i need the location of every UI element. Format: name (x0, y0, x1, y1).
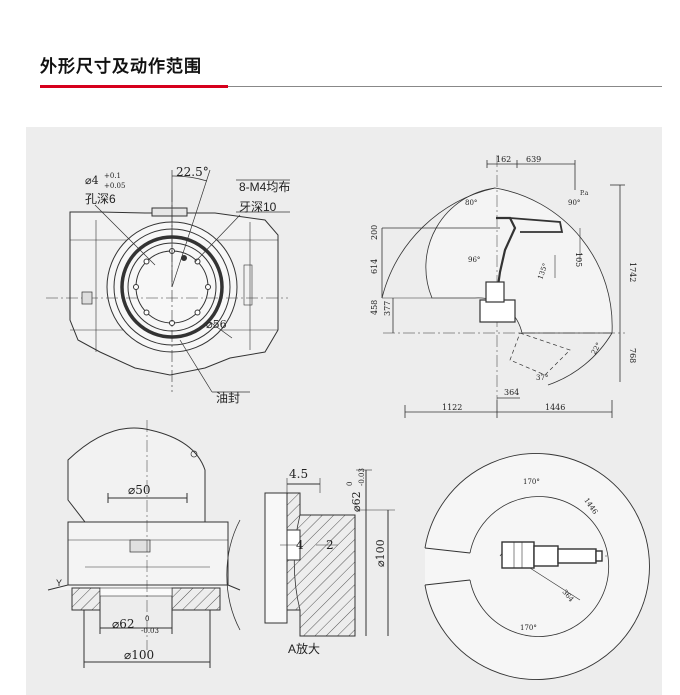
top-working-range (424, 453, 650, 680)
dim-d50: ⌀50 (128, 483, 151, 497)
dim-d62-tol-bot: -0.03 (141, 627, 159, 635)
thread-label: 8-M4均布 (239, 180, 290, 194)
dim-162: 162 (496, 155, 511, 164)
dim-768: 768 (628, 348, 637, 363)
dim-364: 364 (504, 388, 519, 397)
hole-tol-minus: +0.05 (104, 182, 125, 190)
angle-96: 96° (468, 256, 480, 264)
thread-depth-label: 牙深10 (239, 200, 277, 214)
hole-tol-plus: +0.1 (104, 172, 121, 180)
dim-614: 614 (370, 259, 379, 274)
dim-639: 639 (526, 155, 541, 164)
dim-d62-tol-top: 0 (145, 615, 149, 623)
dim-4: 4 (296, 538, 304, 552)
hole-depth-label: 孔深6 (85, 192, 116, 206)
dim-105: 105 (574, 252, 583, 267)
dim-d62: ⌀62 (112, 617, 135, 631)
detail-caption: A放大 (288, 641, 320, 656)
seal-label: 油封 (216, 391, 240, 405)
dim-1446: 1446 (545, 403, 565, 412)
title-rule (40, 86, 662, 87)
angle-90: 90° (568, 199, 580, 207)
flange-section-view (47, 420, 241, 668)
section-labels: ⌀50 ⌀62 0 -0.03 ⌀100 Y (56, 483, 159, 662)
dim-200: 200 (370, 225, 379, 240)
side-working-range (381, 155, 625, 418)
marker-y: Y (56, 578, 62, 588)
angle-170-top: 170° (523, 478, 540, 486)
dim-d100-vertical: ⌀100 (374, 539, 387, 567)
point-pa: P.a (580, 190, 589, 197)
angle-37: 37° (536, 374, 548, 382)
dim-377: 377 (383, 301, 392, 316)
page-title: 外形尺寸及动作范围 (40, 57, 202, 76)
detail-a-labels: 4.5 4 2 ⌀62 0 -0.03 ⌀100 A放大 (288, 467, 387, 656)
angle-170-bottom: 170° (520, 624, 537, 632)
flange-top-labels: ⌀4 +0.1 +0.05 孔深6 22.5° 8-M4均布 牙深10 ⌀56 … (85, 165, 290, 405)
dim-d62-vertical: ⌀62 (350, 491, 363, 512)
detail-a-view (226, 469, 395, 637)
angle-80: 80° (465, 199, 477, 207)
hole-dia-label: ⌀4 (85, 174, 99, 187)
dim-2: 2 (326, 538, 334, 552)
dim-d100: ⌀100 (124, 648, 154, 662)
title-accent-bar (40, 85, 228, 88)
dim-458: 458 (370, 300, 379, 315)
dim-d62-vertical-tol-top: 0 (346, 482, 354, 486)
angle-22: 22° (590, 341, 603, 356)
flange-top-view (46, 169, 290, 393)
dim-1742: 1742 (628, 262, 637, 282)
dim-4-5: 4.5 (289, 467, 308, 481)
dim-d62-vertical-tol-bot: -0.03 (358, 468, 366, 486)
dim-1122: 1122 (442, 403, 462, 412)
pcd-label: ⌀56 (206, 318, 227, 331)
section-header: 外形尺寸及动作范围 (40, 52, 202, 77)
angle-label: 22.5° (176, 165, 209, 179)
